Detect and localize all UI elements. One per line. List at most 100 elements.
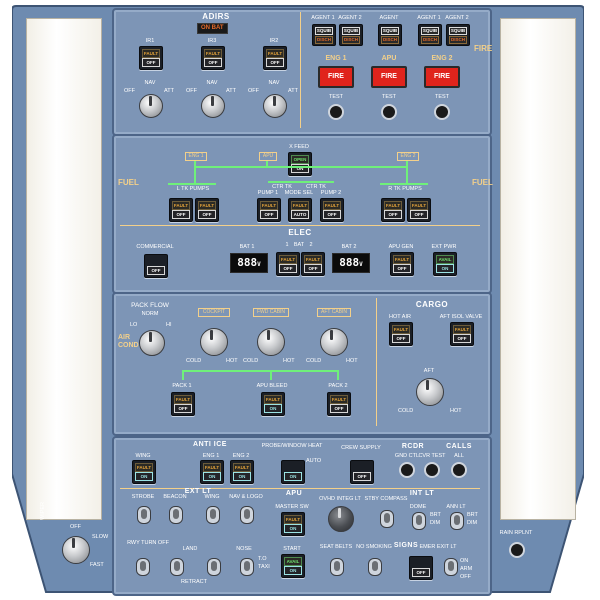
apu-fire-label: APU: [381, 55, 397, 62]
bat2-label: BAT 2: [341, 244, 357, 250]
auto-light: AUTO: [291, 210, 309, 219]
apu-fire-pushbutton[interactable]: FIRE: [371, 66, 407, 88]
calls-all-button[interactable]: [451, 462, 467, 478]
off-light: OFF: [384, 210, 402, 219]
nose-switch[interactable]: [240, 558, 254, 576]
adirs-title: ADIRS: [202, 12, 230, 21]
land-l-switch[interactable]: [170, 558, 184, 576]
beacon-switch[interactable]: [169, 506, 183, 524]
on-light: ON: [203, 472, 221, 481]
l-tk-pumps-label: L TK PUMPS: [176, 186, 210, 192]
pack-flow-label: PACK FLOW: [131, 302, 169, 309]
nav-logo-switch[interactable]: [240, 506, 254, 524]
gnd-ctl-button[interactable]: [399, 462, 415, 478]
wing-label: WING: [135, 453, 151, 459]
wing-lt-label: WING: [204, 494, 220, 500]
dome-switch[interactable]: [412, 512, 426, 530]
emer-exit-lt-switch[interactable]: [444, 558, 458, 576]
wiper-knob[interactable]: [62, 536, 90, 564]
rwy-turn-off-switch[interactable]: [136, 558, 150, 576]
bat1-voltage-display: 888V: [230, 253, 268, 273]
retract-label: RETRACT: [181, 579, 207, 585]
nav-logo-label: NAV & LOGO: [229, 494, 263, 500]
land-r-switch[interactable]: [207, 558, 221, 576]
probe-window-heat-button[interactable]: ON: [281, 460, 305, 484]
ann-lt-switch[interactable]: [450, 512, 464, 530]
rain-rplnt-button[interactable]: [509, 542, 525, 558]
left-dome-light: [26, 18, 102, 520]
aft-cabin-temp-knob[interactable]: [320, 328, 348, 356]
eng1-fire-pushbutton[interactable]: FIRE: [318, 66, 354, 88]
eng1-fire-test-button[interactable]: [328, 104, 344, 120]
on-label: ON: [460, 558, 469, 564]
eng1-label: ENG 1: [202, 453, 220, 459]
stby-compass-switch[interactable]: [380, 510, 394, 528]
ir2-mode-knob[interactable]: [263, 94, 287, 118]
cvr-test-button[interactable]: [424, 462, 440, 478]
off-light: OFF: [393, 264, 411, 273]
aft-cargo-temp-knob[interactable]: [416, 378, 444, 406]
ir1-mode-knob[interactable]: [139, 94, 163, 118]
commercial-button[interactable]: OFF: [144, 254, 168, 278]
wiper-fast-label: FAST: [90, 562, 104, 568]
cockpit-temp-knob[interactable]: [200, 328, 228, 356]
no-smoking-switch[interactable]: [368, 558, 382, 576]
fault-light: FAULT: [233, 463, 251, 472]
eng2-fire-test-button[interactable]: [434, 104, 450, 120]
wing-lt-switch[interactable]: [206, 506, 220, 524]
divider: [120, 225, 480, 226]
off-label: OFF: [248, 88, 259, 94]
strobe-switch[interactable]: [137, 506, 151, 524]
fault-light: FAULT: [203, 463, 221, 472]
fault-light: FAULT: [392, 325, 410, 334]
hot-label: HOT: [283, 358, 295, 364]
seat-belts-switch[interactable]: [330, 558, 344, 576]
agent-label: AGENT 1: [311, 15, 335, 21]
fuel-line: [268, 181, 334, 183]
crew-supply-button[interactable]: OFF: [350, 460, 374, 484]
ir3-mode-knob[interactable]: [201, 94, 225, 118]
apu-fire-test-button[interactable]: [381, 104, 397, 120]
blank-light: [353, 463, 371, 472]
rcdr-title: RCDR: [401, 443, 425, 450]
off-light: OFF: [198, 210, 216, 219]
ovhd-integ-lt-knob[interactable]: [328, 506, 354, 532]
fwd-cabin-temp-knob[interactable]: [257, 328, 285, 356]
emer-exit-lt-button[interactable]: OFF: [409, 556, 433, 580]
ir2-label: IR2: [269, 38, 279, 44]
eng2-fire-pushbutton[interactable]: FIRE: [424, 66, 460, 88]
att-label: ATT: [164, 88, 174, 94]
calls-all-label: ALL: [454, 453, 464, 459]
pack-flow-knob[interactable]: [139, 330, 165, 356]
